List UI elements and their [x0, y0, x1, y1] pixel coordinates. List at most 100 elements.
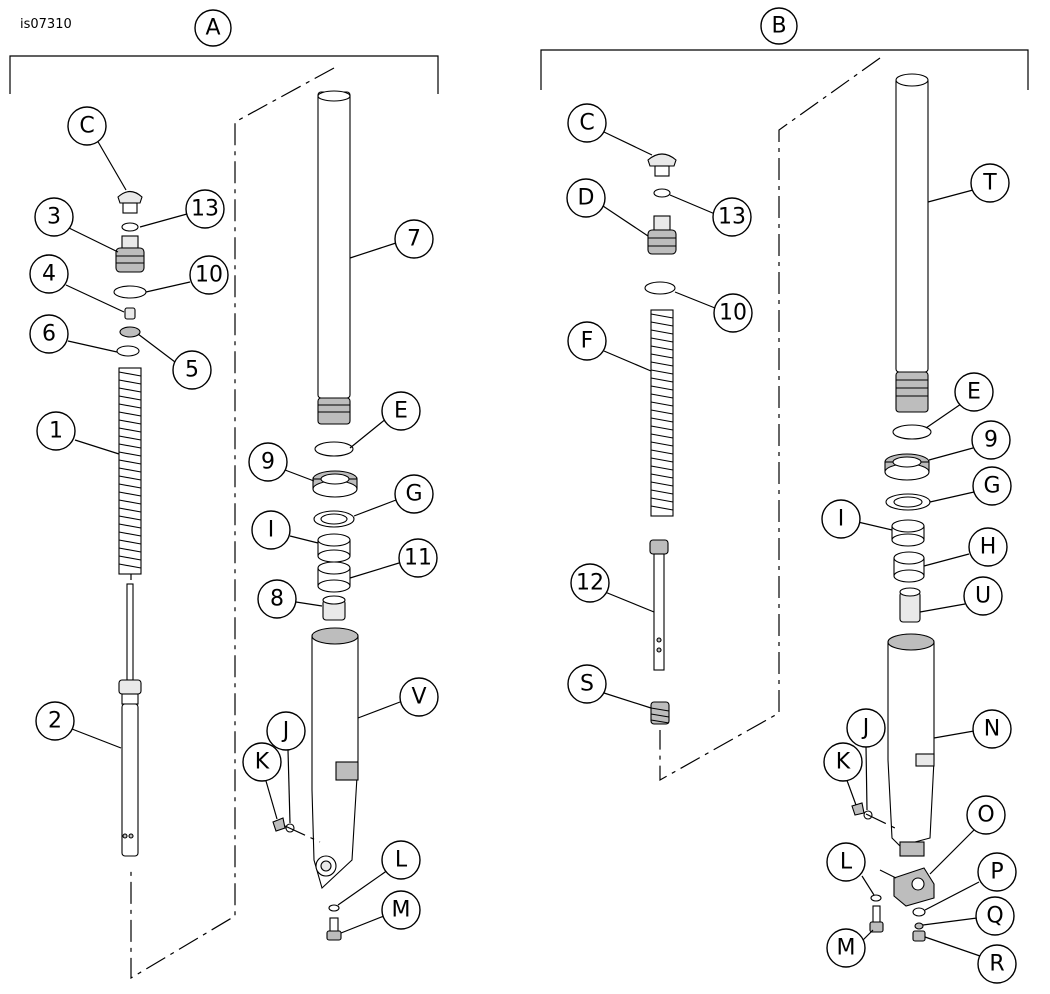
svg-text:M: M	[837, 936, 856, 961]
callout-13-b: 13	[712, 197, 752, 237]
callout-u-b: U	[963, 576, 1003, 616]
svg-text:13: 13	[718, 205, 746, 230]
svg-text:M: M	[392, 898, 411, 923]
callout-4-a: 4	[29, 254, 69, 294]
figure-id: is07310	[20, 17, 72, 32]
svg-text:1: 1	[49, 419, 63, 444]
callout-3-a: 3	[34, 197, 74, 237]
spring-f-b	[650, 309, 674, 517]
svg-text:10: 10	[719, 301, 747, 326]
svg-text:B: B	[771, 14, 786, 39]
callout-g-a: G	[394, 474, 434, 514]
svg-text:G: G	[983, 474, 1000, 499]
slider-v-a	[311, 627, 359, 890]
washer-l-b	[870, 894, 882, 902]
washer-13-a	[121, 222, 139, 232]
bushing-h-b	[893, 551, 925, 583]
callout-t-b: T	[970, 163, 1010, 203]
fork-tube-7-a	[317, 90, 351, 425]
panel-b-dashed-axis	[659, 57, 881, 782]
oil-lock-u-b	[899, 587, 921, 623]
callout-13-a: 13	[185, 189, 225, 229]
callout-c-b: C	[567, 103, 607, 143]
callout-q-b: Q	[975, 896, 1015, 936]
callout-k-a: K	[242, 742, 282, 782]
damper-rod-12-b	[649, 539, 669, 671]
svg-text:5: 5	[185, 358, 199, 383]
callout-11-a: 11	[398, 538, 438, 578]
svg-text:G: G	[405, 482, 422, 507]
svg-text:L: L	[840, 850, 853, 875]
seal-9-b	[884, 453, 930, 481]
callout-o-b: O	[966, 795, 1006, 835]
svg-text:U: U	[975, 584, 991, 609]
panel-b-bracket	[540, 49, 1029, 90]
callout-e-a: E	[381, 391, 421, 431]
callout-5-a: 5	[172, 350, 212, 390]
callout-k-b: K	[823, 742, 863, 782]
spacer-5-a	[119, 326, 141, 338]
panel-a-title: A	[194, 9, 232, 47]
bolt-m-b	[869, 905, 884, 933]
callout-f-b: F	[567, 321, 607, 361]
callout-l-b: L	[826, 842, 866, 882]
svg-text:E: E	[967, 380, 981, 405]
callout-d-b: D	[566, 178, 606, 218]
bushing-11-a	[317, 561, 351, 593]
callout-10-b: 10	[713, 293, 753, 333]
callout-9-a: 9	[248, 442, 288, 482]
callout-h-b: H	[968, 527, 1008, 567]
callout-e-b: E	[954, 372, 994, 412]
svg-text:9: 9	[984, 428, 998, 453]
panel-a-dashed-axis	[130, 67, 335, 980]
callout-i-a: I	[251, 510, 291, 550]
plug-d-b	[647, 215, 677, 255]
screw-k-a	[272, 817, 286, 832]
washer-g-a	[313, 510, 355, 528]
panel-b-title: B	[760, 7, 798, 45]
svg-text:K: K	[836, 750, 851, 775]
svg-text:T: T	[982, 171, 997, 196]
callout-j-b: J	[846, 708, 886, 748]
callout-9-b: 9	[971, 420, 1011, 460]
svg-text:6: 6	[42, 322, 56, 347]
svg-text:E: E	[394, 399, 408, 424]
oring-10-b	[644, 281, 676, 295]
spring-s-b	[650, 701, 670, 725]
callout-7-a: 7	[394, 219, 434, 259]
fork-tube-t-b	[895, 73, 929, 413]
nut-4-a	[124, 307, 136, 320]
svg-text:F: F	[581, 329, 594, 354]
callout-j-a: J	[266, 711, 306, 751]
callout-n-b: N	[972, 709, 1012, 749]
svg-text:9: 9	[261, 450, 275, 475]
svg-text:3: 3	[47, 205, 61, 230]
clip-e-b	[892, 424, 932, 440]
bushing-i-a	[317, 533, 351, 563]
panel-a: A	[9, 9, 439, 980]
callout-8-a: 8	[257, 579, 297, 619]
spring-1-a	[118, 367, 142, 575]
callout-6-a: 6	[29, 314, 69, 354]
cap-bolt-b	[647, 153, 677, 177]
svg-text:11: 11	[404, 546, 432, 571]
callout-l-a: L	[381, 840, 421, 880]
washer-13-b	[653, 188, 671, 198]
plug-3-a	[115, 235, 145, 273]
panel-a-bracket	[9, 55, 439, 94]
svg-text:K: K	[255, 750, 270, 775]
callout-2-a: 2	[35, 701, 75, 741]
axle-cap-o-b	[893, 867, 935, 907]
svg-text:C: C	[79, 114, 94, 139]
svg-text:I: I	[268, 518, 275, 543]
svg-text:H: H	[980, 535, 997, 560]
callout-c-a: C	[67, 106, 107, 146]
washer-g-b	[885, 493, 931, 511]
svg-text:J: J	[861, 716, 870, 741]
panel-b: B	[540, 7, 1029, 984]
callout-1-a: 1	[36, 411, 76, 451]
callout-r-b: R	[977, 944, 1017, 984]
oring-10-a	[113, 285, 147, 299]
callout-i-b: I	[821, 499, 861, 539]
